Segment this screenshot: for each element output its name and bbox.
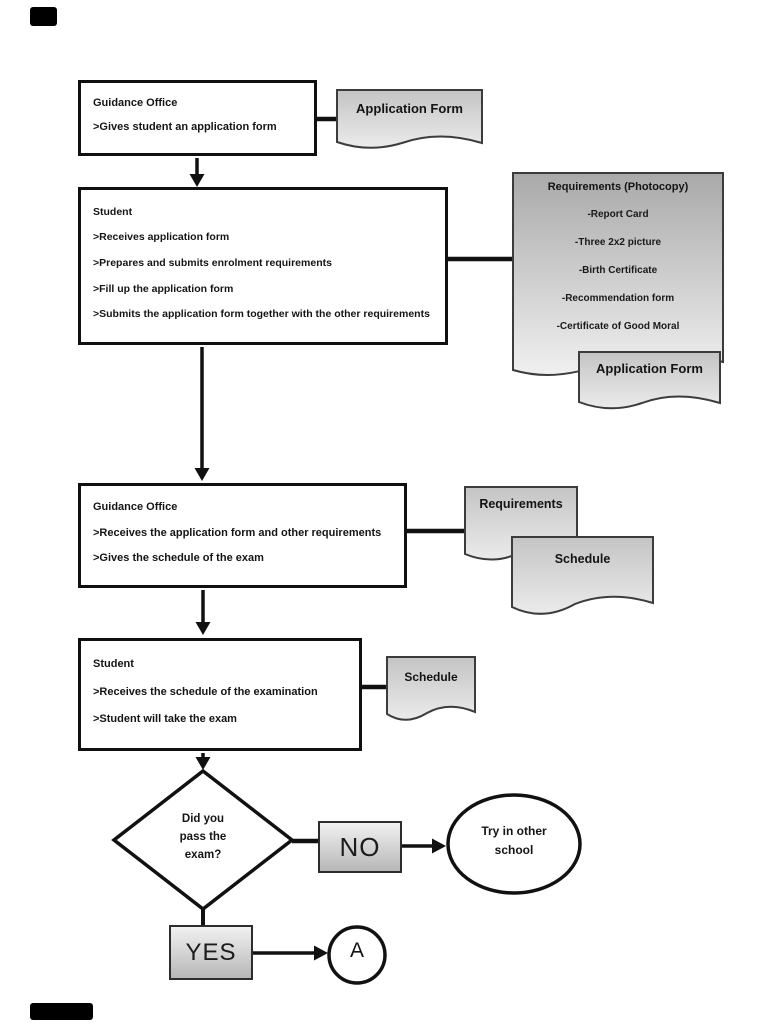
process-line: >Receives the schedule of the examinatio… [93, 685, 318, 698]
document-schedule-2-shape [386, 656, 476, 721]
process-line: >Receives the application form and other… [93, 526, 382, 539]
arrow-step4-decision-head [195, 757, 211, 770]
document-requirements-photocopy-title: Requirements (Photocopy) [547, 181, 689, 193]
branch-no-box: NO [318, 821, 402, 873]
document-schedule-label: Schedule [554, 552, 611, 566]
requirement-item: -Recommendation form [561, 293, 675, 304]
requirement-item: -Birth Certificate [578, 265, 658, 276]
process-title: Student [93, 205, 133, 218]
document-schedule-shape [511, 536, 654, 615]
decision-line: Did you [181, 813, 225, 825]
connector-circle-shape [327, 925, 387, 985]
process-box-student-1: Student >Receives application form >Prep… [78, 187, 448, 345]
process-line: >Receives application form [93, 231, 230, 244]
arrow-step2-step3-head [194, 468, 210, 481]
outcome-line: school [494, 843, 534, 857]
requirement-item: -Report Card [587, 209, 649, 220]
decision-line: exam? [184, 849, 222, 861]
requirement-item: -Certificate of Good Moral [556, 321, 680, 332]
outcome-no-text: Try in other school [449, 822, 579, 860]
document-application-form-2-label: Application Form [596, 361, 703, 376]
process-line: >Submits the application form together w… [93, 308, 430, 321]
document-requirements-label: Requirements [479, 497, 563, 511]
outcome-ellipse-shape [446, 793, 582, 895]
process-box-guidance-office-1: Guidance Office >Gives student an applic… [78, 80, 317, 156]
process-line: >Prepares and submits enrolment requirem… [93, 256, 332, 269]
process-box-guidance-office-2: Guidance Office >Receives the applicatio… [78, 483, 407, 588]
connector-a-label: A [349, 939, 364, 962]
branch-yes-box: YES [169, 925, 253, 980]
corner-mark-top [30, 7, 57, 26]
document-schedule-2-label: Schedule [404, 670, 458, 684]
process-title: Guidance Office [93, 97, 178, 109]
process-title: Student [93, 658, 134, 671]
arrow-yes-connector-head [314, 945, 328, 961]
process-line: >Student will take the exam [93, 712, 237, 725]
document-application-form-label: Application Form [356, 101, 463, 116]
process-line: >Fill up the application form [93, 282, 234, 295]
process-line: >Gives the schedule of the exam [93, 551, 264, 564]
document-application-form-shape [336, 89, 483, 149]
decision-text: Did you pass the exam? [143, 810, 263, 864]
arrow-no-outcome-head [432, 838, 446, 854]
arrow-step1-step2-head [189, 174, 205, 187]
process-box-student-2: Student >Receives the schedule of the ex… [78, 638, 362, 751]
process-line: >Gives student an application form [93, 121, 277, 133]
decision-line: pass the [179, 831, 227, 843]
outcome-line: Try in other [481, 824, 547, 838]
corner-mark-bottom [30, 1003, 93, 1020]
document-requirements-photocopy-items: -Report Card -Three 2x2 picture -Birth C… [513, 209, 723, 332]
requirement-item: -Three 2x2 picture [574, 237, 662, 248]
document-application-form-2-shape [578, 351, 721, 410]
arrow-step3-step4-head [195, 622, 211, 635]
process-title: Guidance Office [93, 501, 178, 514]
